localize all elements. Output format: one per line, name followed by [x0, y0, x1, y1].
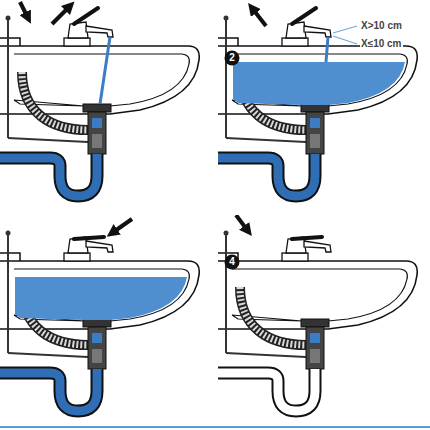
leader-line [333, 26, 357, 33]
leader-line [333, 36, 357, 44]
dimension-label: X>10 cm [360, 20, 403, 32]
callout-circle [225, 255, 240, 270]
callout-circle [225, 51, 240, 66]
callout-number: 2 [225, 51, 239, 65]
dimension-label: X≤10 cm [360, 38, 403, 50]
bottom-rule [0, 426, 430, 428]
callout-number: 4 [225, 255, 239, 269]
